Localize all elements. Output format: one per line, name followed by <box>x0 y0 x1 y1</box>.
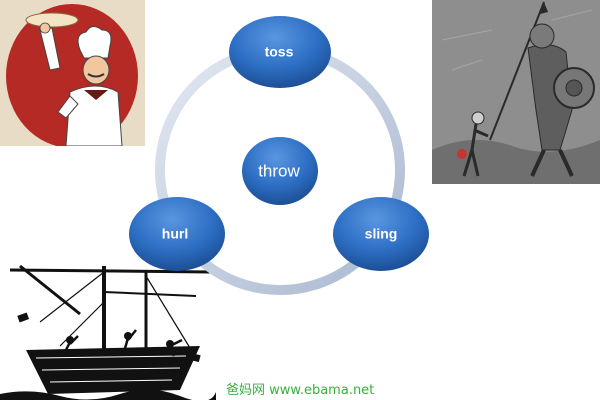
center-node: throw <box>242 137 318 205</box>
warrior-illustration <box>432 0 600 184</box>
node-sling-label: sling <box>365 226 398 242</box>
node-hurl: hurl <box>129 197 225 271</box>
node-toss: toss <box>229 16 331 88</box>
node-sling: sling <box>333 197 429 271</box>
chef-image <box>0 0 145 146</box>
center-label: throw <box>258 161 300 180</box>
node-hurl-label: hurl <box>162 226 188 242</box>
chef-illustration <box>0 0 145 146</box>
node-toss-label: toss <box>265 44 294 60</box>
ship-image <box>0 262 216 400</box>
warrior-image <box>432 0 600 184</box>
watermark-text: 爸妈网 www.ebama.net <box>226 383 375 398</box>
ship-illustration <box>0 262 216 400</box>
cycle-diagram: throw toss sling hurl <box>129 16 429 295</box>
